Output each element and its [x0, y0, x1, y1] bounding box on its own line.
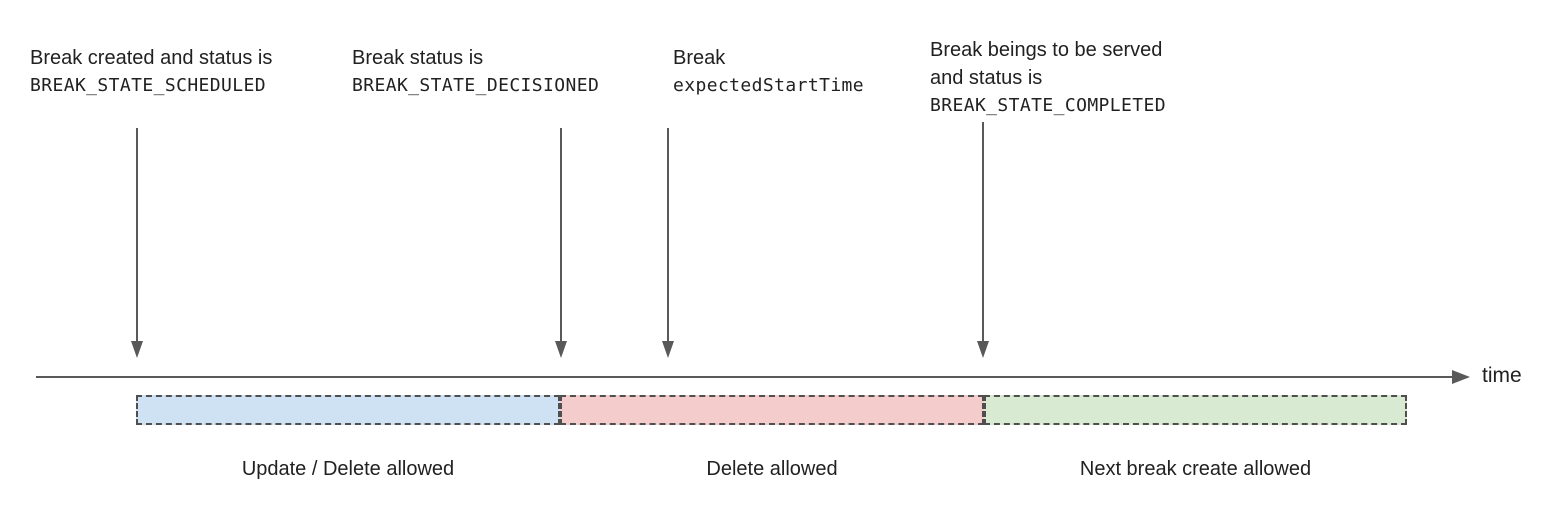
arrow-head-icon: [555, 341, 567, 358]
down-arrow-icon: [555, 128, 567, 358]
annotation-code: BREAK_STATE_SCHEDULED: [30, 75, 266, 96]
arrow-head-icon: [977, 341, 989, 358]
segment-label-next-break-create-allowed: Next break create allowed: [1079, 458, 1312, 480]
annotation-break-decisioned: Break status is BREAK_STATE_DECISIONED: [352, 44, 599, 100]
arrow-head-icon: [662, 341, 674, 358]
annotation-expected-start-time: Break expectedStartTime: [673, 44, 864, 100]
annotation-text: Break: [673, 47, 726, 69]
arrow-shaft: [667, 128, 669, 342]
annotation-text: Break created and status is: [30, 47, 273, 69]
annotation-break-scheduled: Break created and status is BREAK_STATE_…: [30, 44, 272, 100]
arrow-head-icon: [131, 341, 143, 358]
down-arrow-icon: [977, 122, 989, 358]
time-axis-label: time: [1482, 364, 1522, 387]
time-axis-line: [36, 376, 1452, 378]
annotation-code: BREAK_STATE_COMPLETED: [930, 95, 1166, 116]
segment-delete-allowed: [560, 395, 984, 425]
arrow-shaft: [982, 122, 984, 342]
annotation-code: expectedStartTime: [673, 75, 865, 96]
arrow-shaft: [560, 128, 562, 342]
annotation-text: Break beings to be served: [930, 39, 1163, 61]
segment-update-delete-allowed: [136, 395, 560, 425]
segment-label-delete-allowed: Delete allowed: [706, 458, 838, 480]
annotation-code: BREAK_STATE_DECISIONED: [352, 75, 600, 96]
annotation-break-completed: Break beings to be served and status is …: [930, 36, 1166, 120]
segment-next-break-create-allowed: [984, 395, 1407, 425]
time-axis-arrowhead-icon: [1452, 370, 1470, 384]
down-arrow-icon: [662, 128, 674, 358]
segment-label-update-delete-allowed: Update / Delete allowed: [241, 458, 455, 480]
annotation-text: Break status is: [352, 47, 484, 69]
annotation-text: and status is: [930, 67, 1043, 89]
down-arrow-icon: [131, 128, 143, 358]
arrow-shaft: [136, 128, 138, 342]
